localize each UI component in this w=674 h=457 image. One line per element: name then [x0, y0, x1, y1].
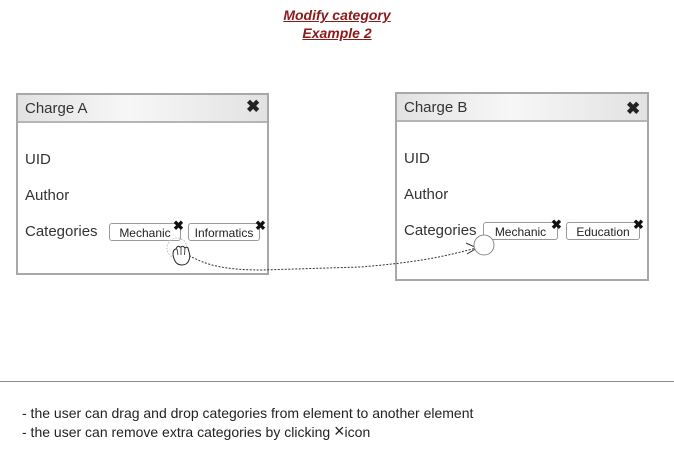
note-remove: - the user can remove extra categories b… — [22, 421, 371, 441]
chip-label: Mechanic — [494, 225, 547, 239]
note-drag-drop: - the user can drag and drop categories … — [22, 405, 474, 421]
page-title: Modify category — [283, 7, 391, 23]
close-icon: × — [334, 421, 345, 441]
uid-label: UID — [25, 151, 51, 168]
chip-label: Informatics — [194, 226, 254, 240]
categories-label: Categories — [25, 223, 98, 240]
chip-label: Education — [576, 225, 630, 239]
remove-category-icon[interactable]: ✖ — [551, 217, 562, 232]
notes-divider — [0, 381, 674, 382]
charge-b-panel: Charge B ✖ UID Author Categories Mechani… — [395, 92, 649, 281]
note-remove-text-end: icon — [344, 424, 371, 440]
chip-label: Mechanic — [119, 226, 171, 240]
charge-b-title: Charge B — [404, 99, 468, 116]
category-chip-education[interactable]: Education — [566, 222, 640, 240]
charge-b-header: Charge B ✖ — [397, 94, 647, 122]
category-chip-mechanic[interactable]: Mechanic — [109, 223, 181, 241]
author-label: Author — [25, 187, 70, 204]
remove-category-icon[interactable]: ✖ — [173, 218, 184, 233]
category-chip-mechanic[interactable]: Mechanic — [483, 222, 558, 240]
close-icon[interactable]: ✖ — [626, 99, 641, 118]
remove-category-icon[interactable]: ✖ — [255, 218, 266, 233]
charge-a-header: Charge A ✖ — [18, 95, 267, 123]
note-remove-text: - the user can remove extra categories b… — [22, 424, 335, 440]
charge-a-title: Charge A — [25, 100, 88, 117]
author-label: Author — [404, 186, 449, 203]
uid-label: UID — [404, 150, 430, 167]
remove-category-icon[interactable]: ✖ — [633, 217, 644, 232]
close-icon[interactable]: ✖ — [246, 97, 261, 116]
category-chip-informatics[interactable]: Informatics — [188, 223, 260, 241]
charge-a-panel: Charge A ✖ UID Author Categories Mechani… — [16, 93, 269, 275]
page-subtitle: Example 2 — [302, 25, 372, 41]
categories-label: Categories — [404, 222, 477, 239]
